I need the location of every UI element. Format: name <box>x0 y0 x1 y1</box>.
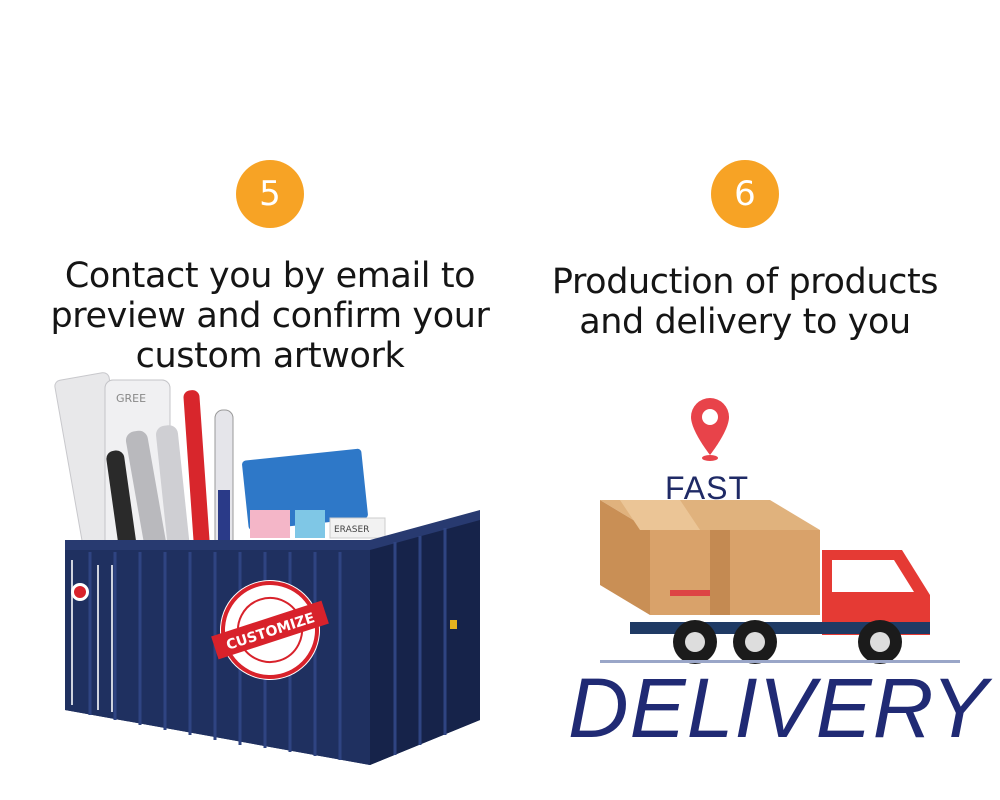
brand-label: GREE <box>116 392 146 405</box>
delivery-label: DELIVERY <box>568 661 989 755</box>
eraser-label: ERASER <box>334 525 369 535</box>
step-caption: Contact you by email to preview and conf… <box>50 256 490 376</box>
step-5: 5 Contact you by email to preview and co… <box>20 160 520 376</box>
fast-delivery-image <box>560 390 980 750</box>
step-number-badge: 6 <box>711 160 779 228</box>
step-6: 6 Production of products and delivery to… <box>495 160 995 342</box>
step-caption: Production of products and delivery to y… <box>551 262 939 342</box>
step-number-badge: 5 <box>236 160 304 228</box>
location-pin-icon <box>691 398 729 461</box>
fast-label: FAST <box>665 470 750 506</box>
container-pen-holder-image: GREE ERASER <box>50 370 490 770</box>
truck-wheels <box>673 620 902 664</box>
